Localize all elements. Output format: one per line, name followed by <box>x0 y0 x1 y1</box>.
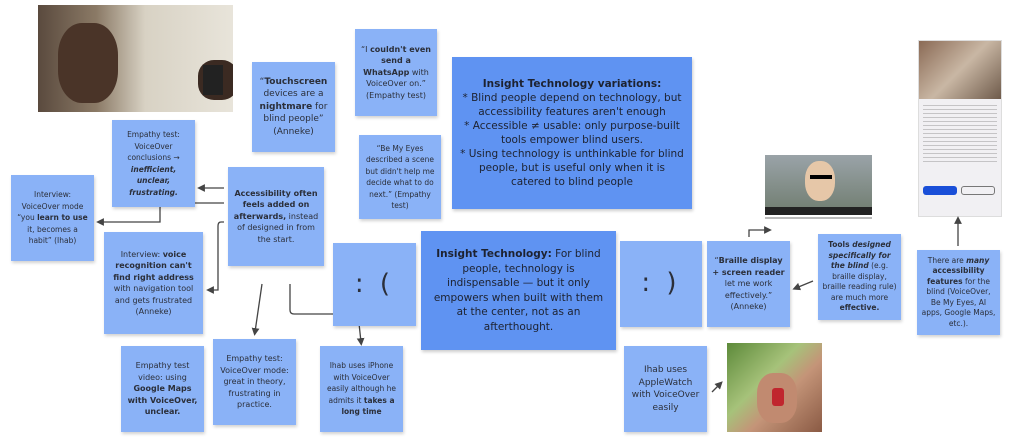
note-voiceover-theory-practice: Empathy test: VoiceOver mode: great in t… <box>213 339 296 425</box>
text-bold: takes a long time <box>341 395 395 417</box>
note-sad-face: : ( <box>333 243 416 326</box>
text-bold: Accessibility often feels added on after… <box>233 188 318 221</box>
text: with VoiceOver on.” (Empathy test) <box>366 67 429 100</box>
text: Ihab uses AppleWatch with VoiceOver easi… <box>631 365 700 413</box>
insight-text: For blind people, technology is indispen… <box>433 248 604 333</box>
text: Interview: <box>120 249 163 259</box>
text-bold-italic: designed specifically for the blind <box>828 240 891 271</box>
text: for the blind (VoiceOver, Be My Eyes, AI… <box>921 276 996 328</box>
insight-title: Insight Technology variations: <box>482 78 662 90</box>
text: devices are a <box>263 89 324 100</box>
insight-title: Insight Technology: <box>436 248 552 260</box>
text: Ihab uses iPhone with VoiceOver easily a… <box>326 361 397 405</box>
insight-technology-variations: Insight Technology variations: * Blind p… <box>452 57 692 209</box>
note-touchscreen-nightmare: “Touchscreen devices are a nightmare for… <box>252 62 335 152</box>
text: : ( <box>354 268 395 299</box>
insight-technology: Insight Technology: For blind people, te… <box>421 231 616 350</box>
text: “I <box>361 44 371 54</box>
text-bold-italic: inefficient, unclear, frustrating. <box>129 164 178 197</box>
insight-line: * Using technology is unthinkable for bl… <box>460 148 684 188</box>
text: for blind people” (Anneke) <box>263 101 328 137</box>
text-bold-italic: many <box>966 255 990 265</box>
text-bold: couldn't even send a WhatsApp <box>363 44 431 77</box>
note-voiceover-conclusions: Empathy test: VoiceOver conclusions → in… <box>112 120 195 207</box>
text: Empathy test: VoiceOver mode: great in t… <box>220 354 289 410</box>
note-interview-voice-recognition: Interview: voice recognition can't find … <box>104 232 203 334</box>
text-bold: Google Maps with VoiceOver, unclear. <box>127 384 198 417</box>
text: “Be My Eyes described a scene but didn't… <box>365 143 435 211</box>
note-be-my-eyes: “Be My Eyes described a scene but didn't… <box>359 135 441 219</box>
note-happy-face: : ) <box>620 241 702 327</box>
photo-applewatch-at-ear <box>727 343 822 432</box>
text: : ) <box>641 268 681 299</box>
insight-line: * Accessible ≠ usable: only purpose-buil… <box>464 120 680 146</box>
text: it, becomes a habit” (Ihab) <box>27 224 78 246</box>
note-many-accessibility-features: There are many accessibility features fo… <box>917 250 1000 335</box>
interview-photo-woman-with-phone <box>38 5 233 112</box>
text: instead of designed in from the start. <box>237 211 319 244</box>
text-bold: nightmare <box>259 101 313 112</box>
note-whatsapp: “I couldn't even send a WhatsApp with Vo… <box>355 29 437 116</box>
text-bold: voice recognition can't find right addre… <box>113 249 194 282</box>
text: with navigation tool and gets frustrated… <box>113 284 194 316</box>
text: Interview: VoiceOver mode “you <box>17 190 84 223</box>
text: let me work effectively.” (Anneke) <box>724 279 773 312</box>
note-google-maps-video: Empathy test video: using Google Maps wi… <box>121 346 204 432</box>
text: Empathy test: VoiceOver conclusions → <box>127 130 180 162</box>
text: (e.g. braille display, braille reading r… <box>822 261 897 302</box>
text-bold: Braille display + screen reader <box>712 256 785 277</box>
insight-line: * Blind people depend on technology, but… <box>462 92 682 118</box>
text-bold: accessibility features <box>927 266 985 286</box>
note-purpose-built-tools: Tools designed specifically for the blin… <box>818 234 901 320</box>
phone-screenshot <box>918 40 1002 217</box>
text-bold: effective. <box>839 303 880 313</box>
note-ihab-applewatch: Ihab uses AppleWatch with VoiceOver easi… <box>624 346 707 432</box>
text: “ <box>259 76 265 87</box>
note-accessibility-afterwards: Accessibility often feels added on after… <box>228 167 324 266</box>
note-interview-voiceover-habit: Interview: VoiceOver mode “you learn to … <box>11 175 94 261</box>
note-braille-display: “Braille display + screen reader let me … <box>707 241 790 327</box>
photo-caption <box>765 217 872 219</box>
video-call-photo <box>765 155 872 215</box>
text: “ <box>714 256 719 266</box>
text-bold: Tools <box>828 240 853 250</box>
text: Empathy test video: using <box>135 361 190 382</box>
text-bold: Touchscreen <box>264 76 328 87</box>
note-ihab-iphone: Ihab uses iPhone with VoiceOver easily a… <box>320 346 403 432</box>
text: There are <box>927 255 967 265</box>
text-bold: learn to use <box>37 213 88 223</box>
